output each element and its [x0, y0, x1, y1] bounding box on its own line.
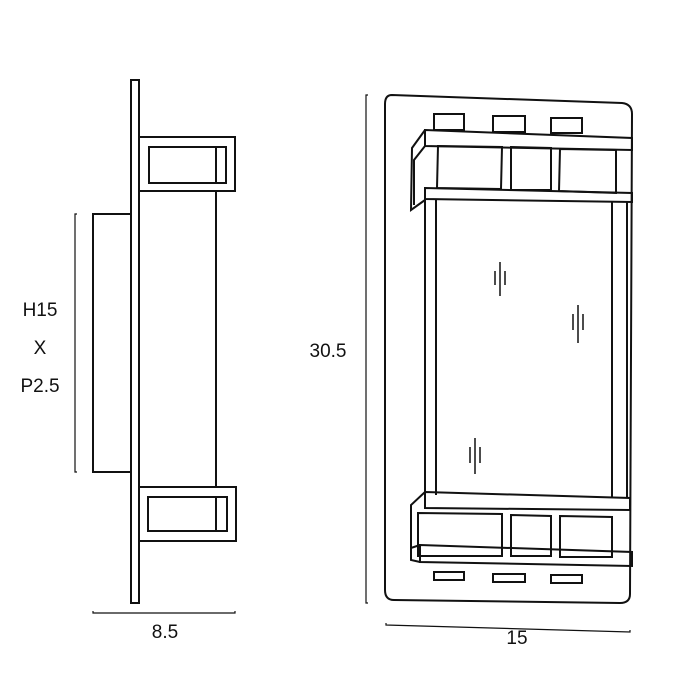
front-view: [365, 93, 634, 633]
wall-plate-side: [130, 79, 140, 604]
top-bracket-side: [138, 136, 236, 192]
side-view: [74, 79, 237, 614]
side-depth-label: 8.5: [151, 622, 179, 643]
side-height-label: H15: [22, 300, 58, 321]
side-projection-label: P2.5: [20, 376, 60, 397]
dimension-lines-front: [365, 94, 631, 633]
glass-reflections: [469, 262, 584, 474]
bottom-bracket-side: [138, 486, 237, 542]
mount-box-side: [92, 213, 132, 473]
side-times-label: X: [33, 338, 47, 359]
front-height-label: 30.5: [309, 341, 347, 362]
bottom-bar: [424, 490, 631, 512]
dimension-lines-side: [74, 213, 236, 614]
front-width-label: 15: [506, 628, 528, 649]
top-bar: [424, 128, 633, 152]
wall-plate-front: [384, 93, 634, 605]
